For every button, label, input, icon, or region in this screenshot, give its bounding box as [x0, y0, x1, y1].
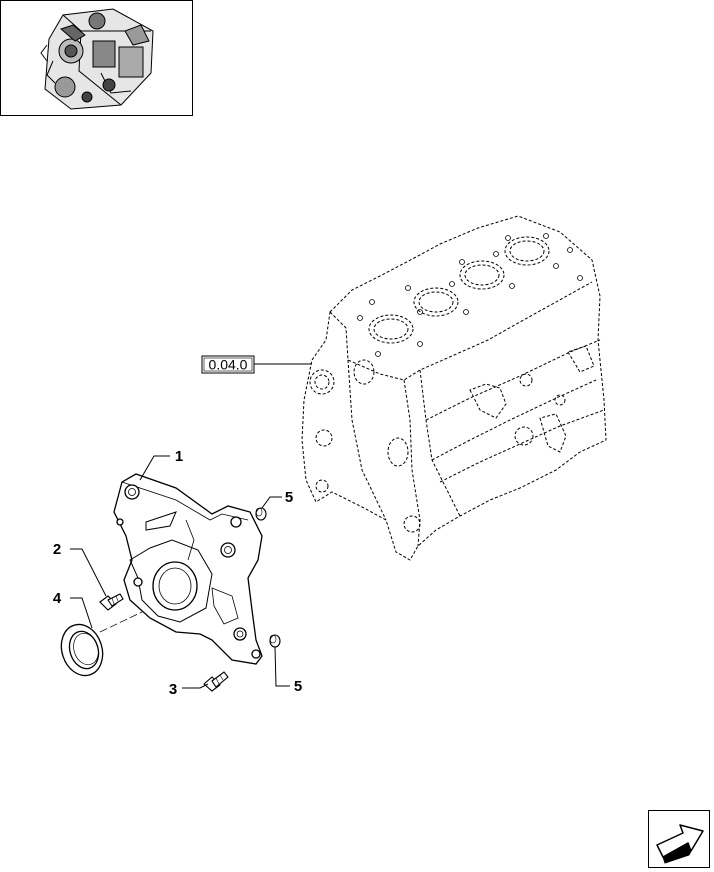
assembly-centerline [99, 611, 143, 633]
seal-ring-part[interactable] [55, 619, 109, 681]
callout-2: 2 [53, 541, 61, 558]
timing-cover-part[interactable] [113, 473, 263, 665]
next-page-arrow-icon [656, 824, 704, 864]
bolt-part-2[interactable] [99, 593, 124, 611]
next-page-button[interactable] [648, 810, 710, 868]
engine-thumbnail-icon [40, 8, 154, 110]
plug-part-5-lower[interactable] [269, 634, 281, 648]
engine-block-bolt-holes [357, 233, 583, 357]
callout-5-lower: 5 [294, 678, 302, 695]
callout-1: 1 [175, 448, 183, 465]
reference-callout[interactable]: 0.04.0 [201, 355, 312, 374]
callout-4: 4 [53, 590, 62, 607]
bolt-part-3[interactable] [203, 671, 229, 692]
engine-block-phantom [301, 215, 607, 561]
engine-thumbnail[interactable] [0, 0, 193, 116]
callout-leaders [70, 455, 290, 689]
reference-label: 0.04.0 [209, 357, 248, 373]
plug-part-5-upper[interactable] [255, 507, 267, 521]
callout-3: 3 [169, 681, 177, 698]
callout-5-upper: 5 [285, 489, 293, 506]
